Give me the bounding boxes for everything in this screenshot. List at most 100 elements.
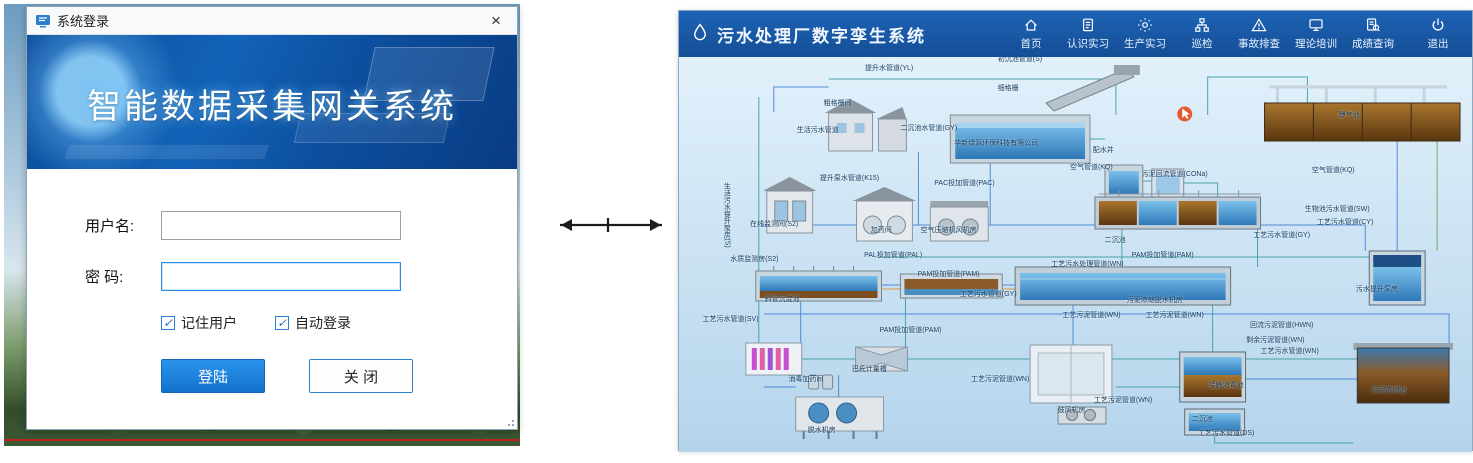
password-label: 密 码: bbox=[85, 269, 124, 286]
pipe-label: PAL投加管道(PAL) bbox=[864, 251, 923, 259]
main-treatment-basin[interactable] bbox=[1014, 266, 1232, 306]
disinfection-dosing-tanks[interactable] bbox=[808, 374, 834, 390]
remember-user-checkbox[interactable]: ✓ 记住用户 bbox=[161, 313, 237, 333]
pipe-label: 工艺污泥管道(WN) bbox=[970, 375, 1030, 383]
pipe-label: 水质监测房(S2) bbox=[730, 256, 779, 264]
app-title: 污水处理厂数字孪生系统 bbox=[717, 26, 926, 46]
inspection-icon bbox=[1194, 17, 1210, 34]
window-close-button[interactable]: × bbox=[491, 10, 501, 30]
login-window: 系统登录 × 智能数据采集网关系统 用户名: 密 码: bbox=[26, 6, 518, 430]
accident-icon bbox=[1251, 17, 1267, 34]
aerated-channel[interactable] bbox=[899, 273, 1003, 299]
pipe-label: 污泥回流管道(CONa) bbox=[1141, 170, 1208, 178]
nav-production-practice[interactable]: 生产实习 bbox=[1123, 17, 1167, 51]
close-button[interactable]: 关 闭 bbox=[309, 359, 413, 393]
pipe-label: 斜管沉淀池 bbox=[764, 296, 800, 304]
password-input[interactable] bbox=[161, 262, 401, 291]
pipe-label: 配水井 bbox=[1092, 147, 1114, 155]
monitoring-house[interactable] bbox=[762, 177, 817, 234]
username-label: 用户名: bbox=[85, 218, 135, 235]
pipe-label: 消毒加药间 bbox=[788, 375, 824, 383]
process-diagram: 提升水管道(YL)初沉池管道(S)细格栅粗格栅间生活污水管道二沉池水管道(GY)… bbox=[679, 57, 1472, 452]
pipe-label: PAM投加管道(PAM) bbox=[1131, 251, 1194, 259]
cursor-indicator bbox=[1177, 106, 1193, 122]
pipe-label: PAM投加管道(PAM) bbox=[879, 326, 942, 334]
nav-home[interactable]: 首页 bbox=[1009, 17, 1053, 51]
pipe-label: 接触消毒池 bbox=[1208, 381, 1244, 389]
window-title: 系统登录 bbox=[57, 14, 110, 29]
pipe-label: 工艺污水管道(CY) bbox=[1316, 219, 1374, 227]
training-icon bbox=[1308, 17, 1324, 34]
distribution-well[interactable] bbox=[1104, 164, 1185, 198]
pipe-label: PAC投加管道(PAC) bbox=[934, 180, 995, 188]
secondary-clarifier[interactable] bbox=[1184, 408, 1246, 436]
nav-accident-investigation[interactable]: 事故排查 bbox=[1237, 17, 1281, 51]
pipe-label: 生活污水管道 bbox=[796, 127, 839, 135]
grit-chamber-tank[interactable] bbox=[949, 114, 1091, 164]
pipe-label: 污泥浓缩脱水机房 bbox=[1126, 296, 1183, 304]
parshall-flume[interactable] bbox=[855, 346, 908, 372]
nav-logout[interactable]: 退出 bbox=[1416, 17, 1460, 51]
compressor-house[interactable] bbox=[929, 201, 989, 242]
pipe-label: 工艺污水处理管道(WN) bbox=[1051, 260, 1124, 268]
pipe-label: 工艺污泥管道(WN) bbox=[1062, 311, 1121, 319]
scada-panel: 污水处理厂数字孪生系统 首页 认识实习 生产实习 巡检 bbox=[678, 10, 1473, 452]
power-icon bbox=[1430, 17, 1446, 34]
lamella-clarifier[interactable] bbox=[755, 266, 882, 302]
nav-recognition-practice[interactable]: 认识实习 bbox=[1066, 17, 1110, 51]
blower-room[interactable] bbox=[1057, 406, 1107, 425]
banner-decoration bbox=[64, 145, 270, 159]
brand: 污水处理厂数字孪生系统 bbox=[691, 22, 926, 47]
fine-screen-conveyor[interactable] bbox=[1045, 65, 1140, 112]
pipe-label: 巴氏计量槽 bbox=[851, 366, 887, 374]
coarse-screen-building[interactable] bbox=[824, 99, 907, 152]
desktop-background: 系统登录 × 智能数据采集网关系统 用户名: 密 码: bbox=[4, 4, 520, 446]
banner-title: 智能数据采集网关系统 bbox=[87, 88, 457, 126]
pipe-label: 工艺污水管道(GY) bbox=[959, 290, 1017, 298]
pipe-label: 二沉池 bbox=[1191, 416, 1213, 424]
aeration-tanks[interactable] bbox=[1264, 85, 1461, 142]
pipe-label: PAM投加管道(PAM) bbox=[917, 271, 980, 279]
home-icon bbox=[1023, 17, 1039, 34]
score-query-icon bbox=[1365, 17, 1381, 34]
auto-login-checkbox[interactable]: ✓ 自动登录 bbox=[275, 313, 351, 333]
biological-tank[interactable] bbox=[1094, 190, 1262, 230]
username-input[interactable] bbox=[161, 211, 401, 240]
pipe-label: 脱水机房 bbox=[807, 426, 836, 434]
sync-arrow-icon bbox=[560, 218, 662, 232]
pipe-label: 污水提升泵房 bbox=[1355, 286, 1398, 294]
checkbox-checked-icon[interactable]: ✓ bbox=[161, 316, 175, 330]
pipe-label: 提升泵水管道(K15) bbox=[819, 174, 880, 182]
main-nav: 首页 认识实习 生产实习 巡检 事故排查 bbox=[1009, 17, 1460, 51]
dewatering-room[interactable] bbox=[795, 396, 884, 439]
login-titlebar: 系统登录 × bbox=[27, 7, 517, 35]
pipe-label: 在线监测间(S2) bbox=[750, 221, 799, 229]
uv-disinfection-unit[interactable] bbox=[745, 342, 803, 376]
pipe-label: 二沉池水管道(GY) bbox=[900, 125, 958, 133]
pipe-label: 粗格栅间 bbox=[823, 100, 852, 108]
pipe-label: 华新绿源环保科技有限公司 bbox=[954, 140, 1039, 148]
pipe-label: 污泥浓缩池 bbox=[1371, 386, 1407, 394]
nav-theory-training[interactable]: 理论培训 bbox=[1294, 17, 1338, 51]
contact-disinfection-tank[interactable] bbox=[1179, 351, 1247, 403]
recognition-practice-icon bbox=[1080, 17, 1096, 34]
pipe-label: 曝气池 bbox=[1338, 112, 1360, 120]
pipe-label: 回流污泥管道(HWN) bbox=[1249, 321, 1314, 329]
sludge-thickener[interactable] bbox=[1353, 343, 1454, 404]
resize-grip[interactable] bbox=[506, 418, 514, 426]
nav-score-query[interactable]: 成绩查询 bbox=[1351, 17, 1395, 51]
pipe-label: 初沉池管道(S) bbox=[997, 57, 1043, 64]
scada-header: 污水处理厂数字孪生系统 首页 认识实习 生产实习 巡检 bbox=[679, 11, 1472, 57]
pipe-label: 加药间 bbox=[870, 226, 892, 234]
empty-basin[interactable] bbox=[1029, 344, 1113, 404]
dosing-house[interactable] bbox=[852, 187, 917, 242]
sewage-lift-pump-tank[interactable] bbox=[1368, 250, 1426, 306]
diagram-labels: 提升水管道(YL)初沉池管道(S)细格栅粗格栅间生活污水管道二沉池水管道(GY)… bbox=[679, 57, 1472, 452]
login-button[interactable]: 登陆 bbox=[161, 359, 265, 393]
pipe-label: 工艺污水管道(GY) bbox=[1253, 231, 1311, 239]
nav-inspection[interactable]: 巡检 bbox=[1180, 17, 1224, 51]
remember-user-label: 记住用户 bbox=[181, 315, 237, 331]
login-form: 用户名: 密 码: ✓ 记住用户 ✓ 自动登录 bbox=[27, 169, 517, 393]
pipe-label: 鼓风机房 bbox=[1057, 406, 1086, 414]
checkbox-checked-icon[interactable]: ✓ bbox=[275, 316, 289, 330]
